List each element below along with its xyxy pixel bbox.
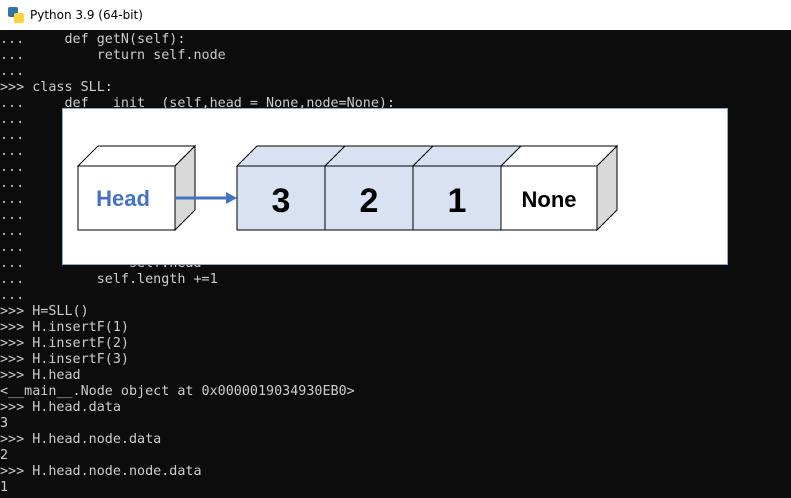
pointer-arrow: [175, 192, 237, 204]
none-cell: None: [499, 144, 619, 232]
linked-list-diagram: Head 3 2 1 None: [62, 108, 728, 265]
console-line: ... return self.node: [0, 48, 226, 63]
cell-value: 1: [448, 182, 467, 220]
console-line: <__main__.Node object at 0x0000019034930…: [0, 384, 355, 399]
console-line: ...: [0, 240, 25, 255]
console-line: >>> class SLL:: [0, 80, 113, 95]
console-line: ...: [0, 208, 25, 223]
python-icon: [8, 7, 24, 23]
linked-list-svg: Head 3 2 1 None: [76, 144, 619, 232]
console-line: ...: [0, 288, 25, 303]
console-line: ... def __init__(self,head = None,node=N…: [0, 96, 396, 111]
console-line: ...: [0, 192, 25, 207]
console-line: ...: [0, 112, 25, 127]
title-bar: Python 3.9 (64-bit): [0, 0, 791, 30]
console-line: >>> H=SLL(): [0, 304, 89, 319]
cell-value: 2: [360, 182, 379, 220]
console-line: 1: [0, 480, 9, 495]
console-line: ...: [0, 144, 25, 159]
console-line: >>> H.head.data: [0, 400, 121, 415]
none-label: None: [522, 187, 577, 212]
console-line: ... self.length +=1: [0, 272, 218, 287]
console-output[interactable]: ... def getN(self):... return self.node.…: [0, 30, 791, 498]
console-line: ...: [0, 128, 25, 143]
console-line: >>> H.insertF(3): [0, 352, 129, 367]
list-cell: 3: [235, 145, 347, 231]
list-cell: 2: [323, 145, 435, 231]
console-line: >>> H.head.node.data: [0, 432, 162, 447]
console-line: ...: [0, 224, 25, 239]
console-line: ...: [0, 176, 25, 191]
console-line: ...: [0, 64, 25, 79]
console-line: >>> H.insertF(2): [0, 336, 129, 351]
console-line: >>> H.insertF(1): [0, 320, 129, 335]
console-line: ...: [0, 160, 25, 175]
console-line: >>> H.head: [0, 368, 81, 383]
window-title: Python 3.9 (64-bit): [30, 8, 143, 22]
console-line: ... def getN(self):: [0, 32, 186, 47]
list-cell: 1: [411, 145, 523, 231]
console-line: 3: [0, 416, 9, 431]
cell-value: 3: [272, 182, 291, 220]
console-line: >>> H.head.node.node.data: [0, 464, 202, 479]
console-line: 2: [0, 448, 9, 463]
head-node-box: Head: [76, 144, 197, 232]
head-label: Head: [96, 186, 150, 211]
